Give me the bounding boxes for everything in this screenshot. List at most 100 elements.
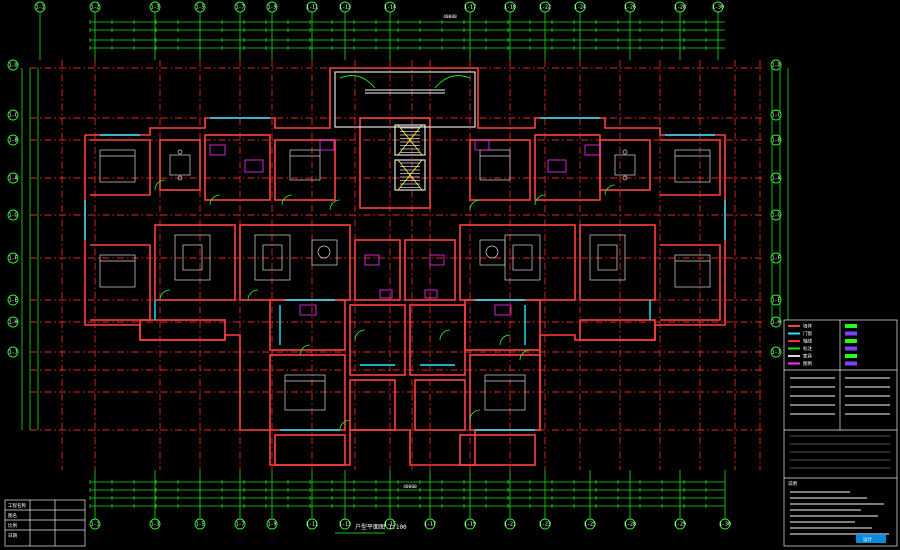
axis-bubble-left [7,316,19,328]
coffee-table [182,244,203,271]
round-table [317,245,331,259]
bath-fixture [584,144,601,156]
axis-bubble-top [674,1,686,13]
balcony-wall [274,434,346,466]
axis-bubble-bottom-label: 1-19 [464,522,476,528]
wall-segment [660,244,721,321]
dimension-lines [21,12,789,520]
core-top [334,71,476,128]
axis-bubble-left [7,346,19,358]
bath-fixture [494,304,512,316]
axis-bubble-right-label: 1-E [771,298,780,304]
legend-color-box [845,324,857,328]
bath-fixture [429,254,445,266]
axis-bubble-bottom-label: 1-30 [719,522,731,528]
axis-bubble-left [7,294,19,306]
axis-bubble-top [306,1,318,13]
stamp-text: 设计 [863,536,872,543]
axis-bubble-right [770,59,782,71]
axis-bubble-bottom-label: 1-13 [339,522,351,528]
chair [622,175,628,181]
sofa [589,234,626,281]
bath-fixture [244,159,264,173]
dining-table [614,154,636,176]
axis-bubble-top-label: 1-1 [35,5,44,11]
stamp-box [856,534,886,543]
axis-bubble-left [7,59,19,71]
axis-bubble-top-label: 1-11 [306,5,318,11]
axis-bubble-left-label: 1-E [8,298,17,304]
stair-wall [354,239,401,301]
elevator-shaft [394,159,426,191]
axis-bubble-right [770,316,782,328]
axis-bubble-right [770,109,782,121]
legend-notes [790,377,890,535]
axis-bubble-left [7,172,19,184]
axis-bubble-top-label: 1-2 [90,5,99,11]
axis-bubble-left-label: 1-C [8,113,17,119]
door-swing [299,344,311,356]
title-block-row-3: 比例 [8,522,17,529]
axis-bubble-left-label: 1-F [8,256,17,262]
balcony-wall [139,319,226,341]
dining-set [479,239,506,266]
axis-bubble-right-label: 1-F [771,256,780,262]
axis-bubble-right-label: 1-J [771,350,780,356]
axis-bubble-bottom-label: 1-21 [504,522,516,528]
legend-color-box [845,346,857,351]
title-block-left: 工程名称 图名 比例 日期 [4,499,86,547]
bedroom-wall [269,354,346,431]
door-swing [469,409,481,421]
title-block-row-2: 图名 [8,512,17,519]
axis-bubble-left [7,252,19,264]
axis-bubble-right-label: 1-A [771,176,780,182]
axis-bubble-top-label: 1-7 [235,5,244,11]
door-swing [354,329,366,341]
axis-bubble-bottom-label: 1-29 [674,522,686,528]
axis-bubble-top [384,1,396,13]
axis-bubble-top [266,1,278,13]
bath-fixture [209,144,226,156]
core-wall [359,117,431,209]
wall-segment [660,139,721,196]
dining-table [169,154,191,176]
axis-bubble-bottom-label: 1-15 [384,522,396,528]
door-swing [534,194,546,206]
axis-bubble-bottom-label: 1-3 [150,522,159,528]
door-swing [499,334,511,346]
room-wall [469,139,531,201]
balcony-wall [459,434,536,466]
room-wall [414,379,466,431]
legend-notes-heading: 说明 [788,480,797,487]
round-table [485,245,499,259]
living-room-wall [239,224,351,301]
door-swing [281,194,293,206]
door-swing [519,349,531,361]
room-wall [269,299,346,351]
axis-bubble-right [770,134,782,146]
wall-segment [90,139,151,196]
bath-fixture [547,159,567,173]
axis-bubble-top-label: 1-5 [195,5,204,11]
legend-label: 墙体 [803,323,812,330]
axis-bubble-left-label: 1-D [8,63,17,69]
axis-bubble-top [504,1,516,13]
axis-bubble-right-label: 1-C [771,113,780,119]
room-wall [159,139,201,191]
axis-bubble-top-label: 1-24 [574,5,586,11]
legend-color-box [845,331,857,336]
axis-bubble-right [770,294,782,306]
living-room-wall [579,224,656,301]
stair-wall [404,239,456,301]
room-wall [349,379,396,431]
door-swing [339,419,351,431]
axis-bubble-left-label: 1-A [8,176,17,182]
axis-bubble-bottom [584,518,596,530]
bed [674,254,711,288]
door-swing [154,179,166,191]
room-wall [274,139,336,201]
coffee-table [597,244,618,271]
axis-bubble-bottom [624,518,636,530]
door-swing [439,329,451,341]
